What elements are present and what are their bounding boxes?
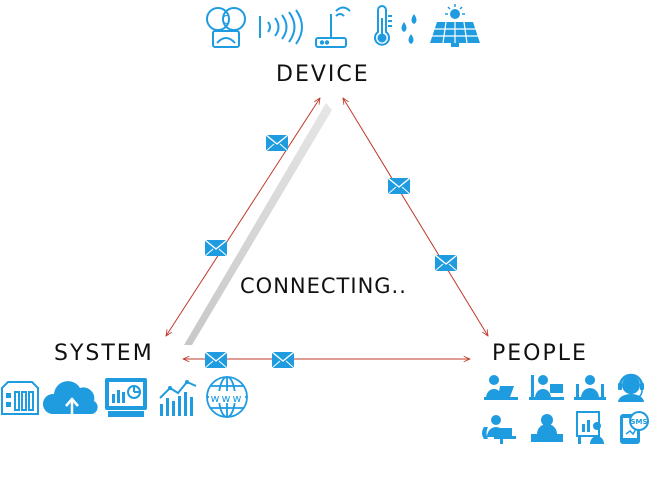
globe-www-text: www — [211, 392, 244, 405]
edge-device-people — [343, 98, 488, 336]
envelope-icon — [204, 351, 228, 369]
envelope-icon — [265, 134, 289, 152]
system-node-label: SYSTEM — [54, 341, 154, 366]
envelope-icon — [434, 254, 458, 272]
envelope-icon — [204, 239, 228, 257]
solar-panel-icon — [430, 4, 480, 47]
support-headset-icon — [618, 373, 644, 402]
person-laptop-icon — [484, 375, 518, 400]
water-drops-icon — [401, 14, 417, 44]
thermometer-icon — [374, 5, 392, 46]
edge-device-system — [166, 98, 320, 336]
cloud-upload-icon — [42, 381, 98, 418]
device-node-label: DEVICE — [276, 62, 370, 87]
envelope-icon — [387, 177, 411, 195]
person-desk-front-icon — [531, 414, 563, 442]
edge-shadow — [184, 103, 332, 345]
webcam-icon: C — [206, 7, 246, 48]
connecting-status-text: CONNECTING.. — [240, 274, 407, 298]
people-node-label: PEOPLE — [492, 341, 588, 366]
person-computer-icon — [574, 375, 606, 400]
mobile-sms-icon: SMS — [620, 411, 649, 444]
person-presentation-icon — [576, 411, 604, 444]
globe-www-icon: www — [206, 376, 248, 418]
line-chart-icon — [159, 380, 197, 416]
monitor-chart-icon — [105, 378, 147, 417]
server-rack-icon — [1, 381, 39, 415]
person-desk-icon — [529, 375, 564, 400]
webcam-letter: C — [222, 13, 230, 27]
wifi-router-icon — [315, 6, 351, 48]
nfc-signal-icon — [259, 9, 303, 45]
person-studying-icon — [482, 415, 516, 444]
envelope-icon — [271, 351, 295, 369]
sms-text: SMS — [630, 418, 647, 426]
